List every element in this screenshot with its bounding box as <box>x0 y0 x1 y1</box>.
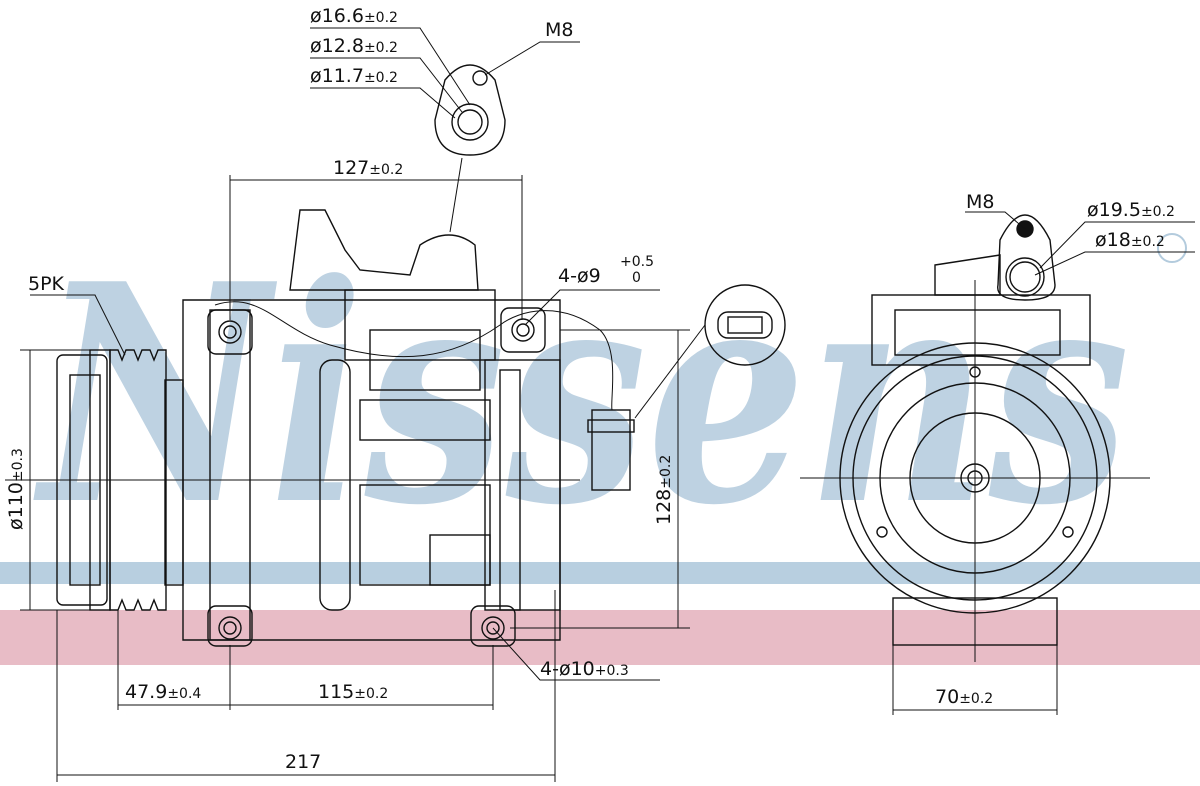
dimension-labels: ø16.6±0.2 ø12.8±0.2 ø11.7±0.2 M8 127±0.2… <box>5 5 1175 773</box>
fitting-detail <box>434 64 506 156</box>
end-thread-label: M8 <box>966 191 994 213</box>
fitting-thread-label: M8 <box>545 19 573 41</box>
watermark-band-pink <box>0 610 1200 665</box>
inner-diameter-label: ø18±0.2 <box>1095 229 1165 251</box>
dimension-lines <box>5 27 1195 782</box>
registered-mark-icon <box>1157 233 1187 263</box>
overall-length-label: 217 <box>285 751 321 773</box>
fitting-diameter-1: ø16.6±0.2 <box>310 5 398 27</box>
fitting-diameter-3: ø11.7±0.2 <box>310 65 398 87</box>
fitting-diameter-2: ø12.8±0.2 <box>310 35 398 57</box>
pulley-offset-label: 47.9±0.4 <box>125 681 201 703</box>
height-label: 128±0.2 <box>653 455 675 525</box>
mount-holes-top-tol-lower: 0 <box>632 270 641 286</box>
base-width-label: 70±0.2 <box>935 686 993 708</box>
watermark-text: Nissens <box>32 218 1130 571</box>
watermark-band-blue <box>0 562 1200 584</box>
outer-diameter-label: ø19.5±0.2 <box>1087 199 1175 221</box>
mount-holes-top-tol-upper: +0.5 <box>620 254 654 270</box>
hole-spacing-label: 115±0.2 <box>318 681 388 703</box>
pulley-type-label: 5PK <box>28 273 65 295</box>
mount-holes-top-label: 4-ø9 <box>558 265 601 287</box>
mount-holes-bottom-label: 4-ø10+0.3 <box>540 658 629 680</box>
nissens-watermark: Nissens <box>0 218 1200 665</box>
pulley-diameter-label: ø110±0.3 <box>5 448 27 530</box>
width-top-label: 127±0.2 <box>333 157 403 179</box>
